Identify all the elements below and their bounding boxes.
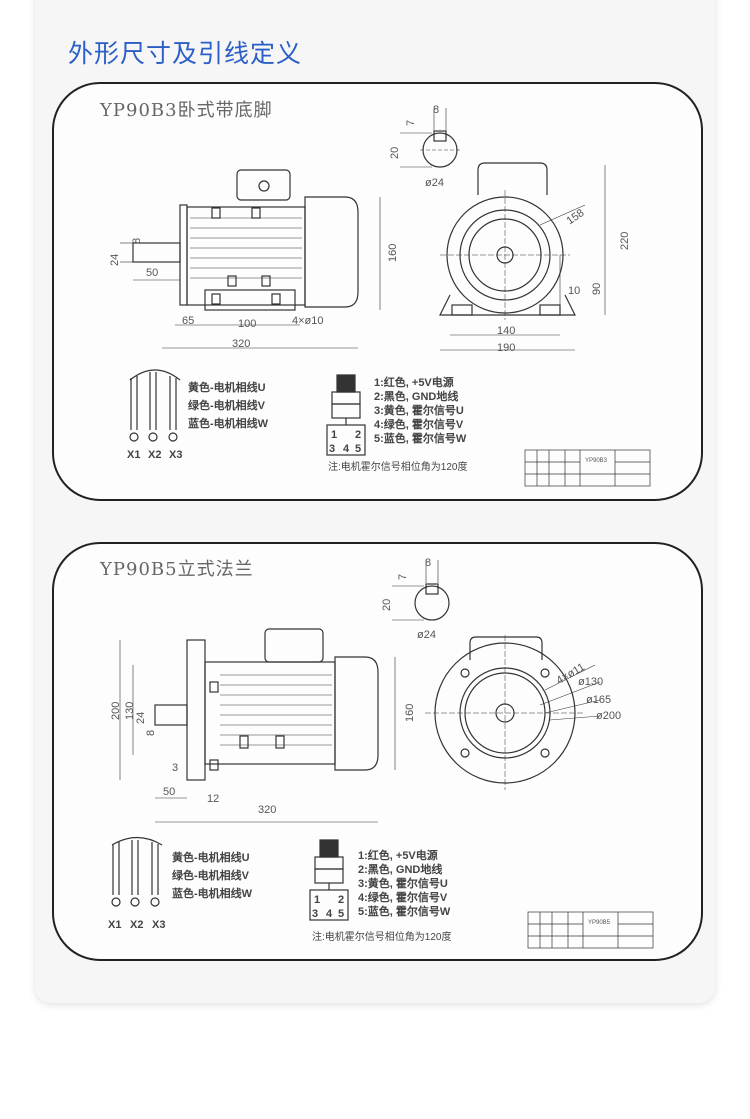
dimension-label: 2:黑色, GND地线 (358, 862, 442, 876)
dimension-label: ø165 (586, 694, 611, 706)
panel1-side-dimensions: 24 8 50 160 65 100 4×ø10 320 (109, 197, 399, 350)
dimension-label: 320 (232, 338, 250, 350)
dimension-label: X2 (130, 919, 143, 931)
panel1-front-view (439, 162, 576, 320)
panel1-side-view (132, 169, 359, 311)
dimension-label: 3:黄色, 霍尔信号U (358, 876, 448, 890)
dimension-label: 7 (397, 574, 409, 580)
dimension-label: 320 (258, 804, 276, 816)
dimension-label: 1:红色, +5V电源 (374, 375, 454, 389)
dimension-label: 1 (314, 894, 320, 906)
dimension-label: X2 (148, 449, 161, 461)
dimension-label: 8 (131, 238, 143, 244)
dimension-label: 注:电机霍尔信号相位角为120度 (328, 460, 467, 473)
dimension-label: 100 (238, 318, 256, 330)
dimension-label: 65 (182, 315, 194, 327)
dimension-label: 5:蓝色, 霍尔信号W (358, 904, 451, 918)
dimension-label: 1:红色, +5V电源 (358, 848, 438, 862)
dimension-label: 160 (387, 244, 399, 262)
panel1-front-dimensions: 158 220 90 10 140 190 (440, 165, 631, 354)
panel2-shaft-section: 8 7 20 ø24 (381, 557, 450, 641)
dimension-label: 8 (145, 730, 157, 736)
dimension-label: 158 (565, 207, 587, 227)
dimension-label: 160 (404, 704, 416, 722)
dimension-label: 50 (163, 786, 175, 798)
dimension-label: 3 (312, 908, 318, 920)
dimension-label: 5 (338, 908, 344, 920)
dimension-label: ø24 (425, 177, 444, 189)
dimension-label: X3 (169, 449, 182, 461)
dimension-label: 5:蓝色, 霍尔信号W (374, 431, 467, 445)
dimension-label: 1 (331, 429, 337, 441)
panel2-front-view (425, 635, 585, 790)
dimension-label: X3 (152, 919, 165, 931)
dimension-label: 24 (109, 254, 121, 266)
dimension-label: 8 (425, 557, 431, 569)
dimension-label: 4×ø10 (292, 315, 324, 327)
dimension-label: 绿色-电机相线V (172, 868, 250, 882)
section-title: 外形尺寸及引线定义 (68, 39, 303, 68)
dimension-label: 蓝色-电机相线W (188, 416, 269, 430)
panel2-phase-leads: 黄色-电机相线U 绿色-电机相线V 蓝色-电机相线W X1 X2 X3 (108, 836, 253, 931)
dimension-label: 3:黄色, 霍尔信号U (374, 403, 464, 417)
panel2-side-dimensions: 200 130 24 8 3 50 12 320 160 (110, 640, 416, 823)
dimension-label: 12 (207, 793, 219, 805)
panel1-title-block: YP90B3 (524, 449, 651, 487)
dimension-label: 50 (146, 267, 158, 279)
dimension-label: ø130 (578, 676, 603, 688)
dimension-label: ø24 (417, 629, 436, 641)
panel1-title: YP90B3卧式带底脚 (99, 100, 273, 121)
panel2-title-block: YP90B5 (527, 911, 654, 949)
dimension-label: 20 (381, 599, 393, 611)
dimension-label: 2:黑色, GND地线 (374, 389, 458, 403)
dimension-label: 20 (389, 147, 401, 159)
dimension-label: 2 (338, 894, 344, 906)
dimension-label: 140 (497, 325, 515, 337)
panel-yp90b3 (52, 82, 703, 501)
dimension-label: 220 (619, 232, 631, 250)
panel2-side-view (154, 628, 379, 781)
dimension-label: 2 (355, 429, 361, 441)
dimension-label: 注:电机霍尔信号相位角为120度 (312, 930, 451, 943)
dimension-label: 绿色-电机相线V (188, 398, 266, 412)
panel1-shaft-section: 8 7 20 ø24 (389, 104, 460, 189)
dimension-label: 4 (326, 908, 333, 920)
dimension-label: 7 (405, 120, 417, 126)
dimension-label: 4:绿色, 霍尔信号V (358, 890, 448, 904)
dimension-label: X1 (127, 449, 140, 461)
dimension-label: 200 (110, 702, 122, 720)
dimension-label: 8 (433, 104, 439, 116)
dimension-label: YP90B5 (588, 920, 611, 926)
dimension-label: X1 (108, 919, 121, 931)
dimension-label: 130 (124, 702, 136, 720)
dimension-label: 3 (172, 762, 178, 774)
dimension-label: 90 (591, 283, 603, 295)
dimension-label: 蓝色-电机相线W (172, 886, 253, 900)
dimension-label: 24 (135, 712, 147, 724)
dimension-label: 3 (329, 443, 335, 455)
dimension-label: 10 (568, 285, 580, 297)
dimension-label: 黄色-电机相线U (188, 380, 266, 394)
panel1-phase-leads: 黄色-电机相线U 绿色-电机相线V 蓝色-电机相线W X1 X2 X3 (127, 369, 269, 461)
dimension-label: 190 (497, 342, 515, 354)
panel1-hall-connector: 1 2 3 4 5 1:红色, +5V电源 2:黑色, GND地线 3:黄色, … (326, 374, 467, 473)
dimension-label: 4 (343, 443, 350, 455)
dimension-label: 5 (355, 443, 361, 455)
panel2-hall-connector: 1 2 3 4 5 1:红色, +5V电源 2:黑色, GND地线 3:黄色, … (309, 839, 451, 943)
dimension-label: 黄色-电机相线U (172, 850, 250, 864)
dimension-label: ø200 (596, 710, 621, 722)
panel2-title: YP90B5立式法兰 (99, 559, 254, 580)
dimension-label: 4:绿色, 霍尔信号V (374, 417, 464, 431)
dimension-label: YP90B3 (585, 458, 608, 464)
